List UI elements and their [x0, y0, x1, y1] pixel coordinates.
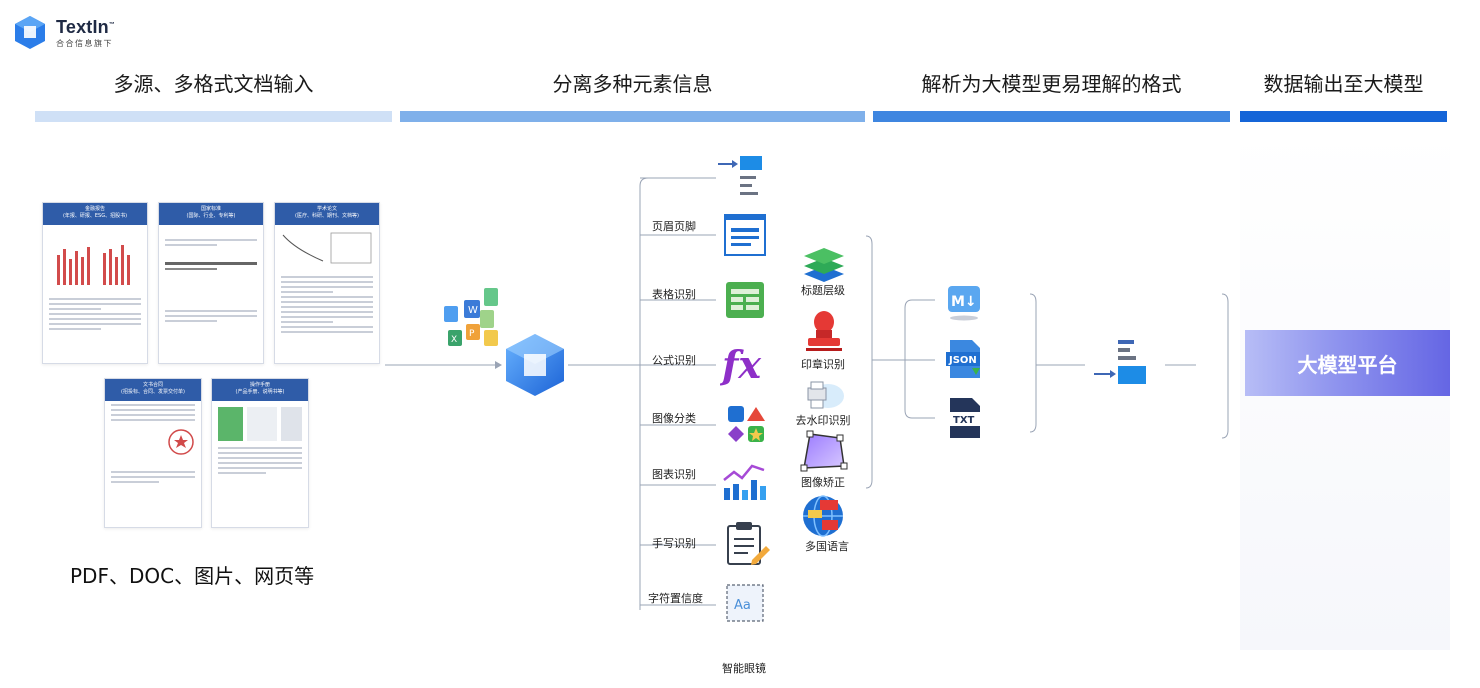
logo-subtitle: 合合信息旗下	[56, 38, 113, 48]
svg-text:W: W	[468, 305, 478, 316]
json-icon: JSON	[946, 340, 980, 378]
svg-text:P: P	[469, 329, 475, 339]
bracket-platform	[1221, 293, 1229, 439]
llm-platform-box[interactable]: 大模型平台	[1245, 330, 1450, 396]
element-label-multilanguage: 多国语言	[805, 540, 849, 553]
bar-chart-thumb-icon	[57, 245, 130, 285]
txt-icon-label: TXT	[953, 415, 975, 426]
llm-platform-label: 大模型平台	[1297, 352, 1398, 377]
branch-label-handwriting: 手写识别	[652, 537, 696, 550]
branch-label-formula: 公式识别	[652, 354, 696, 367]
textin-hub-icon	[506, 334, 564, 396]
header-footer-icon	[724, 214, 766, 256]
doc-financial-report-head: 金融报告 (年报、研报、ESG、招股书)	[43, 203, 147, 225]
bracket-elements	[865, 235, 873, 489]
table-icon	[726, 282, 764, 318]
column-title-output: 数据输出至大模型	[1263, 72, 1424, 96]
branch-label-char-confidence: 字符置信度	[648, 592, 703, 605]
textin-logo[interactable]: TextIn™ 合合信息旗下	[12, 14, 115, 50]
seal-thumb-icon	[168, 429, 194, 455]
arrow-input-hub	[495, 361, 502, 369]
input-formats-caption: PDF、DOC、图片、网页等	[70, 564, 315, 588]
json-icon-label: JSON	[948, 355, 977, 366]
footer-label: 智能眼镜	[722, 662, 766, 675]
formula-icon: fx	[720, 342, 762, 386]
column-title-input: 多源、多格式文档输入	[113, 72, 314, 96]
textin-logo-icon	[15, 16, 45, 49]
svg-text:X: X	[451, 335, 457, 345]
doc-contract: 文书合同 (招投标、合同、发票交付单)	[104, 378, 202, 528]
element-label-stamp: 印章识别	[801, 358, 845, 371]
line-chart-thumb-icon	[282, 232, 372, 264]
doc-financial-report: 金融报告 (年报、研报、ESG、招股书)	[42, 202, 148, 364]
column-title-separate: 分离多种元素信息	[552, 72, 713, 96]
markdown-icon: M↓	[948, 286, 980, 321]
bracket-formats	[1029, 293, 1037, 433]
doc-academic-paper-head: 学术论文 (医疗、科研、期刊、文档等)	[275, 203, 379, 225]
branch-label-image-classify: 图像分类	[652, 412, 696, 425]
element-label-image-correct: 图像矫正	[801, 476, 845, 489]
layout-analysis-icon	[718, 156, 762, 195]
txt-icon: TXT	[950, 398, 980, 438]
manual-thumb-blocks	[218, 407, 302, 441]
svg-text:M↓: M↓	[951, 294, 977, 310]
doc-national-standard: 国家标准 (国际、行业、专利等)	[158, 202, 264, 364]
doc-academic-paper: 学术论文 (医疗、科研、期刊、文档等)	[274, 202, 380, 364]
element-label-title-hierarchy: 标题层级	[801, 284, 845, 297]
column-bar-separate	[400, 111, 865, 122]
chart-icon	[723, 464, 766, 500]
doc-manual: 操作手册 (产品手册、说明书等)	[211, 378, 309, 528]
file-types-icon: W X P	[444, 288, 498, 346]
logo-tm: ™	[108, 21, 116, 28]
image-classify-icon	[728, 406, 765, 442]
doc-manual-head: 操作手册 (产品手册、说明书等)	[212, 379, 308, 401]
branch-label-header-footer: 页眉页脚	[652, 220, 696, 233]
column-bar-output	[1240, 111, 1447, 122]
handwriting-icon	[727, 522, 770, 565]
layers-icon	[804, 248, 844, 282]
doc-national-standard-head: 国家标准 (国际、行业、专利等)	[159, 203, 263, 225]
branch-label-table: 表格识别	[652, 288, 696, 301]
column-bar-input	[35, 111, 392, 122]
globe-icon	[803, 495, 843, 537]
image-correct-icon	[800, 430, 848, 472]
char-confidence-icon: Aa	[726, 584, 764, 622]
svg-text:fx: fx	[720, 342, 762, 386]
element-label-watermark: 去水印识别	[795, 414, 851, 427]
branch-label-chart: 图表识别	[652, 468, 696, 481]
svg-text:Aa: Aa	[734, 598, 751, 613]
column-title-parse: 解析为大模型更易理解的格式	[921, 72, 1182, 96]
watermark-icon	[807, 381, 844, 409]
stamp-icon	[806, 311, 842, 351]
bracket-outputs	[904, 299, 913, 419]
doc-contract-head: 文书合同 (招投标、合同、发票交付单)	[105, 379, 201, 401]
column-bar-parse	[873, 111, 1230, 122]
structured-output-icon	[1094, 340, 1146, 384]
logo-name: TextIn	[56, 16, 109, 37]
